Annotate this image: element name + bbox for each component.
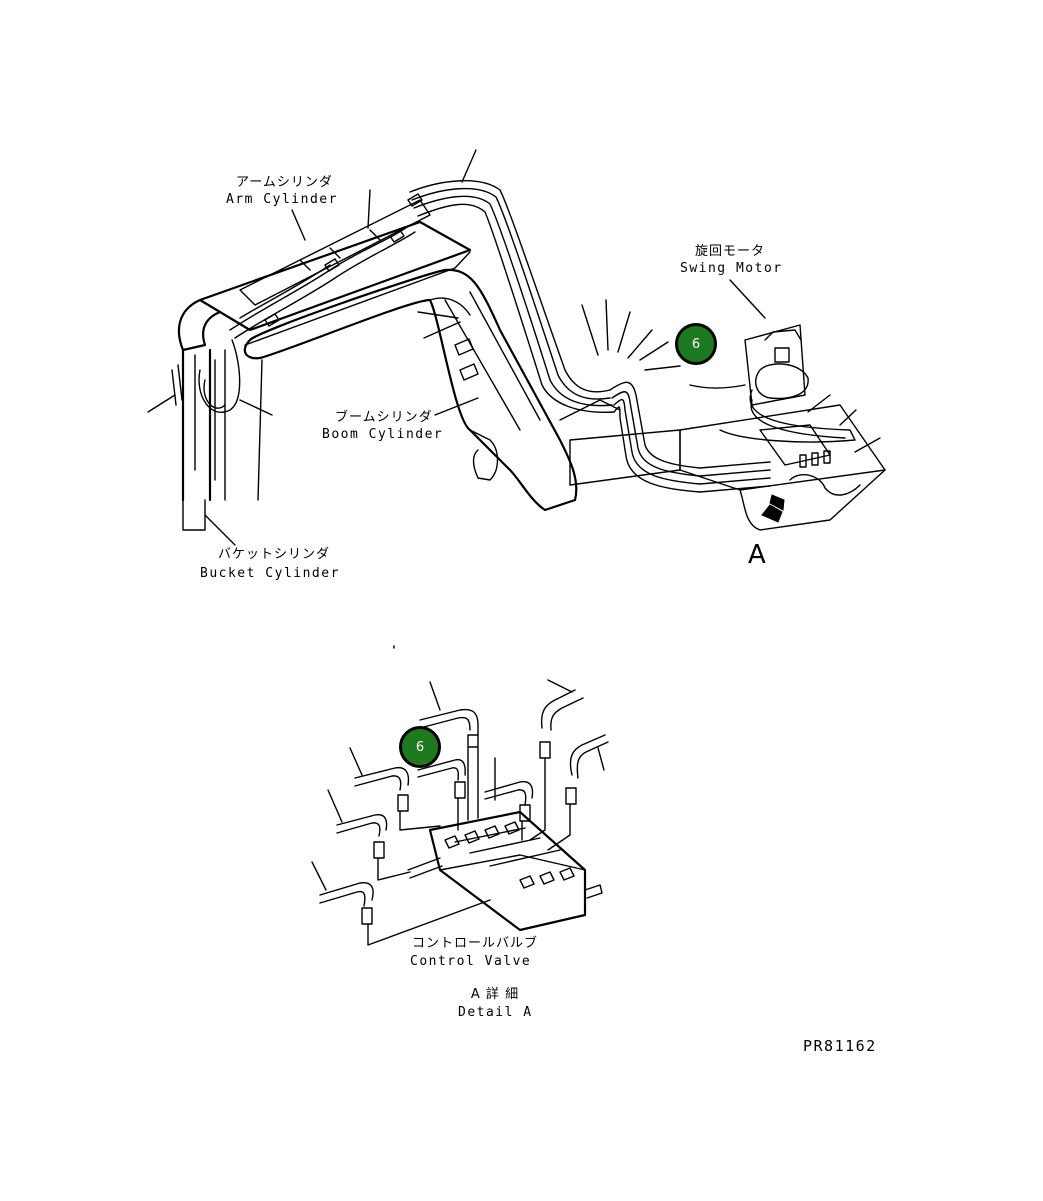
control-valve-label-en: Control Valve (410, 954, 532, 969)
swing-motor-label-jp: 旋回モータ (695, 244, 766, 259)
swing-motor-label-en: Swing Motor (680, 261, 783, 276)
upper-structure (609, 324, 886, 531)
control-valve-label-jp: コントロールバルブ (412, 936, 539, 951)
arm-cylinder-label-jp: アームシリンダ (236, 175, 333, 190)
arm-cylinder-label-en: Arm Cylinder (226, 192, 338, 207)
drawing-code: PR81162 (803, 1037, 877, 1055)
detail-a-label-jp: A 詳 細 (470, 987, 520, 1002)
bucket-cylinder-label-en: Bucket Cylinder (200, 566, 340, 581)
leader-lines-upper (147, 149, 881, 546)
boom-cylinder-label-jp: ブームシリンダ (335, 410, 433, 425)
arm-assembly (171, 193, 472, 531)
leader-lines-lower (311, 645, 605, 891)
boom-assembly (243, 180, 681, 512)
view-a-marker: A (748, 540, 766, 570)
detail-a-label-en: Detail A (458, 1005, 533, 1020)
boom-cylinder-label-en: Boom Cylinder (322, 427, 444, 442)
callout-badge-upper[interactable]: 6 (675, 323, 717, 365)
callout-badge-lower[interactable]: 6 (399, 726, 441, 768)
bucket-cylinder-label-jp: バケットシリンダ (218, 547, 331, 562)
control-valve-assembly (319, 689, 609, 946)
